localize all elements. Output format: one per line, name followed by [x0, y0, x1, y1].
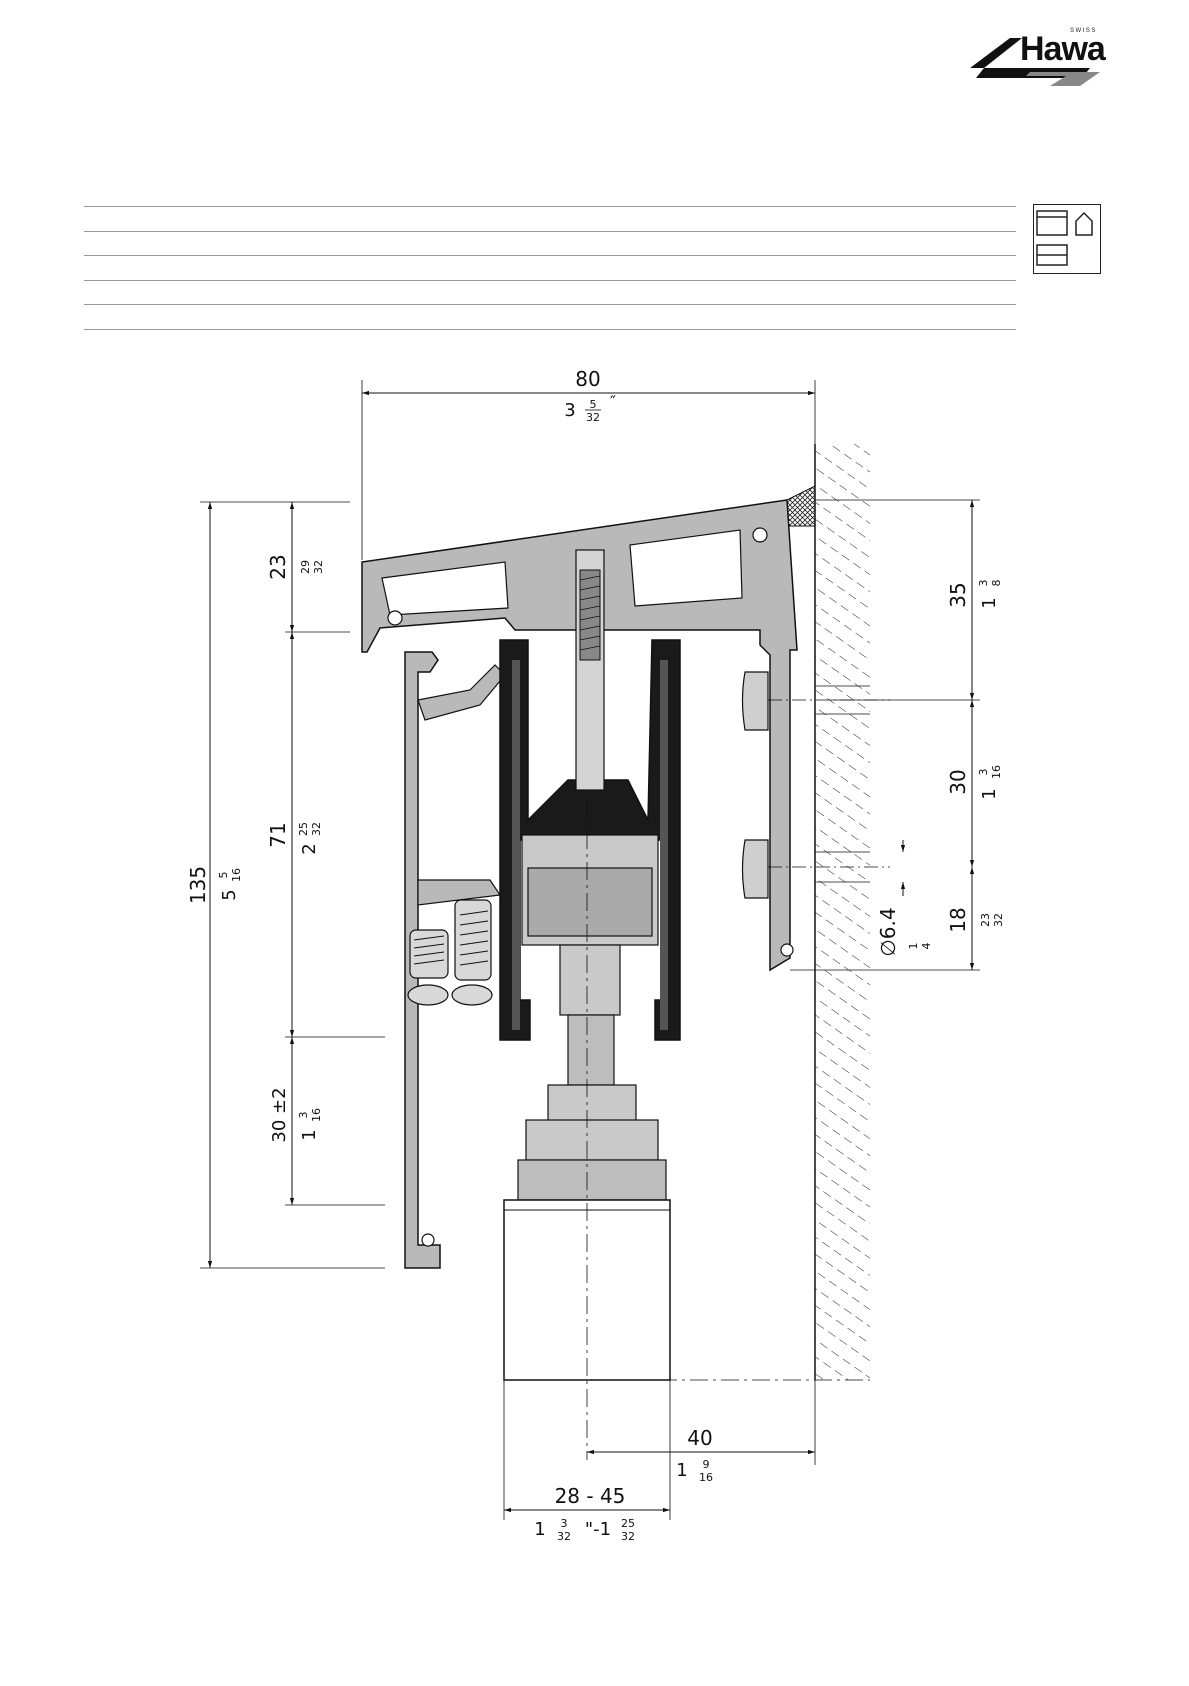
dim-r30-in-den: 16: [990, 765, 1003, 779]
dim-71-mm: 71: [266, 822, 290, 847]
dim-r30-in-whole: 1: [979, 788, 1000, 799]
dim-80-in-whole: 3: [564, 400, 575, 421]
dim-23-in-num: 29: [299, 560, 312, 574]
dim-r35-in-whole: 1: [979, 597, 1000, 608]
dim-right-35: 35 1 3 8: [946, 580, 1003, 609]
dim-40-mm: 40: [687, 1426, 712, 1450]
dim-r18-in-num: 23: [979, 913, 992, 927]
dim-door-b-den: 32: [621, 1530, 635, 1543]
dim-door-sep: "-1: [585, 1519, 611, 1540]
dim-135-mm: 135: [186, 866, 210, 904]
dim-r35-in-den: 8: [990, 580, 1003, 587]
dim-40-in-whole: 1: [676, 1460, 687, 1481]
dim-r30-in-num: 3: [977, 769, 990, 776]
dim-80-in-den: 32: [586, 411, 600, 424]
dim-door-a-den: 32: [557, 1530, 571, 1543]
dim-door-a-num: 3: [561, 1517, 568, 1530]
dim-right-30: 30 1 3 16: [946, 765, 1003, 800]
dim-top-80: 80 3 5 32 ″: [564, 367, 616, 424]
plug-screws: [408, 900, 492, 1005]
dim-door-b-num: 25: [621, 1517, 635, 1530]
dim-left-135: 135 5 5 16: [186, 866, 243, 904]
dim-30-mm: 30 ±2: [269, 1087, 290, 1142]
dim-40-in-den: 16: [699, 1471, 713, 1484]
dim-door-a-whole: 1: [534, 1519, 545, 1540]
dim-right-18: 18 23 32: [946, 907, 1005, 932]
dim-71-in-den: 32: [310, 822, 323, 836]
roller-carriage: [518, 835, 666, 1200]
dim-hole-in-den: 4: [920, 943, 933, 950]
suspension-bolt: [576, 550, 604, 790]
dim-71-in-num: 25: [297, 822, 310, 836]
dim-80-inch-mark: ″: [610, 392, 616, 411]
dim-r30-mm: 30: [946, 769, 970, 794]
dim-door-thickness: 28 - 45 1 3 32 "-1 25 32: [534, 1484, 635, 1543]
dim-80-mm: 80: [575, 367, 600, 391]
dim-23-mm: 23: [266, 554, 290, 579]
dim-left-30: 30 ±2 1 3 16: [269, 1087, 323, 1142]
dim-hole-in-num: 1: [907, 943, 920, 950]
dim-door-mm: 28 - 45: [555, 1484, 626, 1508]
dim-r35-mm: 35: [946, 582, 970, 607]
dim-23-in-den: 32: [312, 560, 325, 574]
dim-40-in-num: 9: [703, 1458, 710, 1471]
dim-30-in-whole: 1: [299, 1129, 320, 1140]
dim-bottom-40: 40 1 9 16: [676, 1426, 713, 1484]
dim-r18-mm: 18: [946, 907, 970, 932]
dim-left-23: 23 29 32: [266, 554, 325, 579]
dim-r35-in-num: 3: [977, 580, 990, 587]
dim-hole-mm: ∅6.4: [876, 907, 900, 956]
dim-hole-diameter: ∅6.4 1 4: [876, 907, 933, 956]
dim-left-71: 71 2 25 32: [266, 822, 323, 855]
dim-71-in-whole: 2: [299, 843, 320, 854]
dim-135-in-den: 16: [230, 868, 243, 882]
dim-135-in-num: 5: [217, 872, 230, 879]
dim-80-in-num: 5: [590, 398, 597, 411]
dim-r18-in-den: 32: [992, 913, 1005, 927]
dim-135-in-whole: 5: [219, 889, 240, 900]
dim-30-in-den: 16: [310, 1108, 323, 1122]
wall-section: [787, 444, 870, 1380]
dim-30-in-num: 3: [297, 1112, 310, 1119]
